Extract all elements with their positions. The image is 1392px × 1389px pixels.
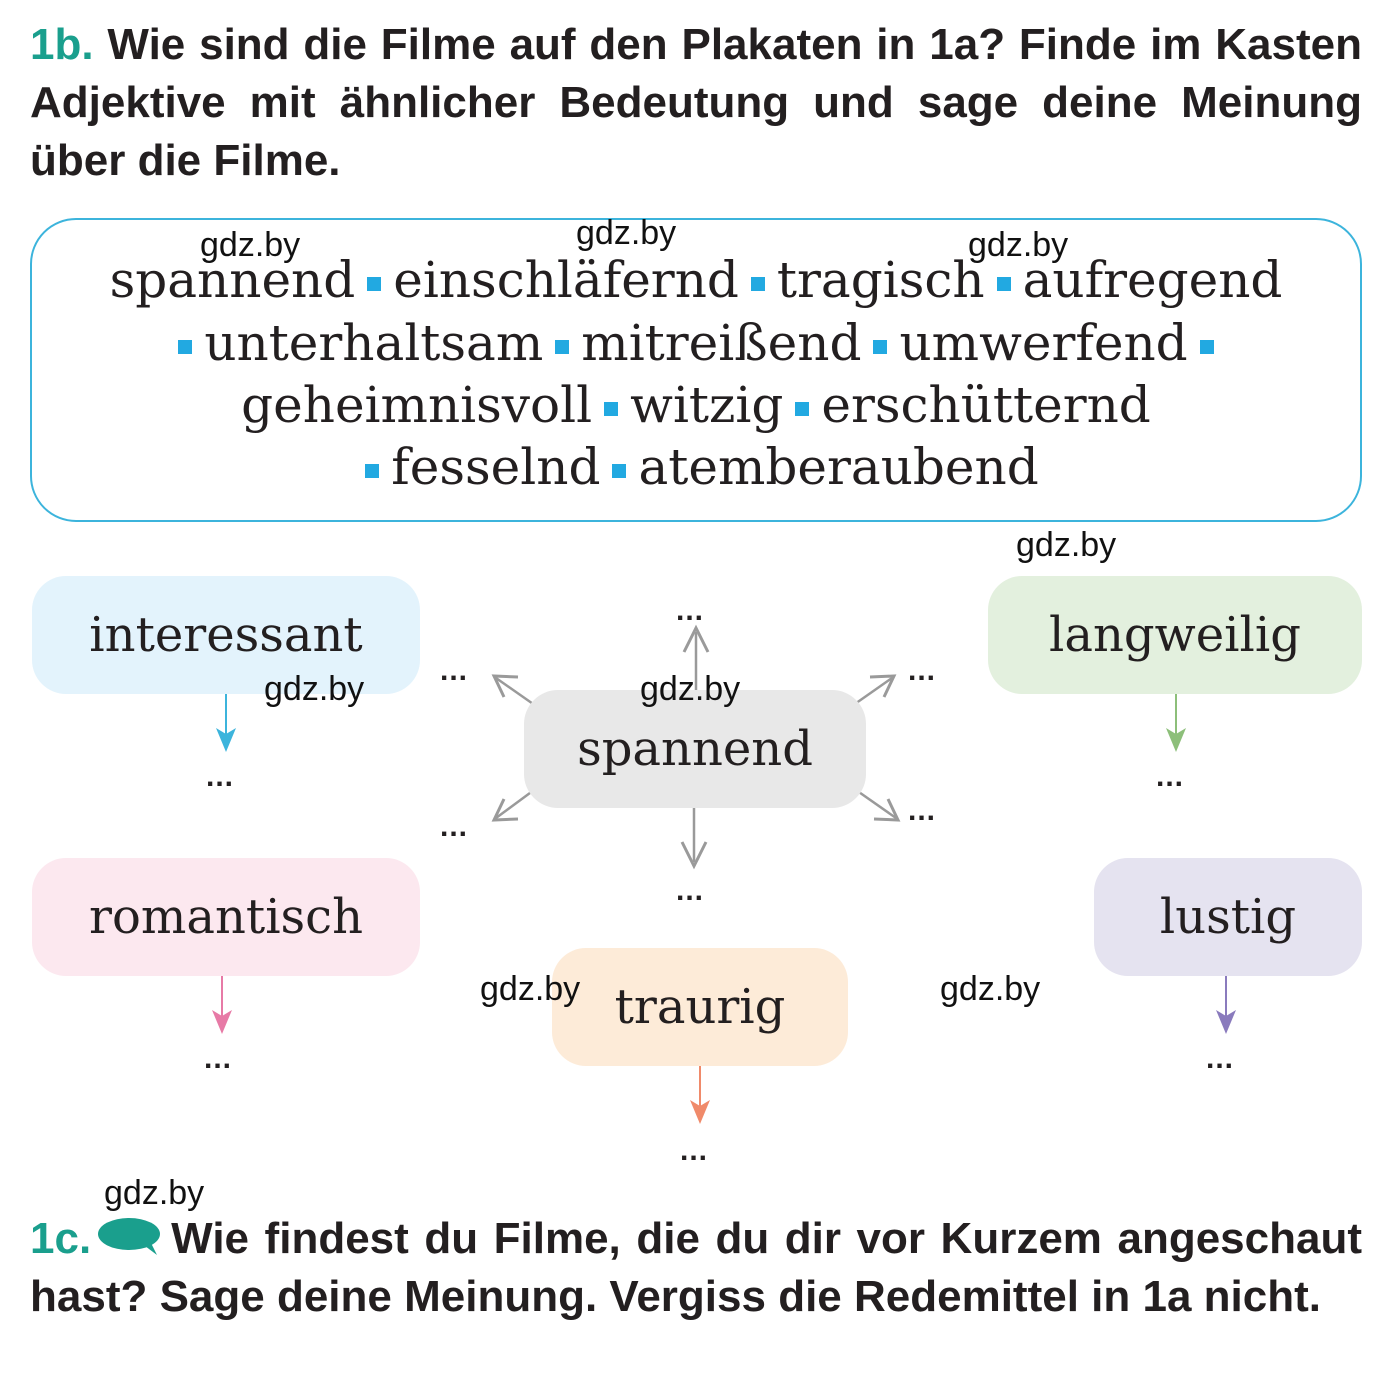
word: spannend xyxy=(109,251,356,309)
category-romantisch: romantisch xyxy=(32,858,420,976)
word: aufregend xyxy=(1022,251,1283,309)
word: atemberaubend xyxy=(638,438,1039,496)
bullet-square-icon xyxy=(365,464,380,478)
category-label: langweilig xyxy=(1049,607,1301,663)
watermark: gdz.by xyxy=(480,970,581,1008)
answer-placeholder: ... xyxy=(676,874,705,907)
arrow-down-right-head xyxy=(873,798,901,822)
arrow-up-left xyxy=(495,676,537,708)
word: unterhaltsam xyxy=(204,314,544,372)
watermark: gdz.by xyxy=(200,226,301,264)
word: fesselnd xyxy=(391,438,601,496)
word-line: spannend einschläfernd tragisch aufregend xyxy=(32,250,1360,310)
arrow-up-right xyxy=(851,676,893,708)
category-label: traurig xyxy=(614,979,786,1035)
word: umwerfend xyxy=(899,314,1188,372)
bullet-square-icon xyxy=(996,277,1011,291)
task-number: 1c. xyxy=(30,1214,92,1263)
watermark: gdz.by xyxy=(640,670,741,708)
arrow-up-right-head xyxy=(869,674,897,698)
bullet-square-icon xyxy=(1199,340,1214,354)
word: witzig xyxy=(630,376,784,434)
answer-placeholder: ... xyxy=(676,594,705,627)
watermark: gdz.by xyxy=(576,214,677,252)
task-text: Wie sind die Filme auf den Plakaten in 1… xyxy=(30,20,1362,185)
arrow-up-left-head xyxy=(491,674,519,698)
category-lustig: lustig xyxy=(1094,858,1362,976)
adjective-box: spannend einschläfernd tragisch aufregend u… xyxy=(30,218,1362,522)
category-label: interessant xyxy=(89,607,363,663)
answer-placeholder: ... xyxy=(1156,760,1185,793)
bullet-square-icon xyxy=(367,277,382,291)
task-1b-instruction: 1b. Wie sind die Filme auf den Plakaten … xyxy=(30,16,1362,190)
category-interessant: interessant xyxy=(32,576,420,694)
arrow-down-head xyxy=(680,841,708,870)
category-spannend: spannend xyxy=(524,690,866,808)
answer-placeholder: ... xyxy=(440,810,469,843)
category-label: spannend xyxy=(577,721,813,777)
watermark: gdz.by xyxy=(940,970,1041,1008)
task-text: Wie findest du Filme, die du dir vor Kur… xyxy=(30,1214,1362,1321)
bullet-square-icon xyxy=(750,277,765,291)
answer-placeholder: ... xyxy=(908,794,937,827)
watermark: gdz.by xyxy=(1016,526,1117,564)
watermark: gdz.by xyxy=(104,1174,205,1212)
arrow-interessant-head xyxy=(216,728,236,752)
arrow-lustig-head xyxy=(1216,1010,1236,1034)
answer-placeholder: ... xyxy=(204,1042,233,1075)
word-line: unterhaltsam mitreißend umwerfend xyxy=(32,313,1360,373)
bullet-square-icon xyxy=(873,340,888,354)
arrow-romantisch-head xyxy=(212,1010,232,1034)
watermark: gdz.by xyxy=(968,226,1069,264)
arrow-down-right xyxy=(855,788,897,820)
arrow-langweilig-head xyxy=(1166,728,1186,752)
arrow-up-head xyxy=(682,624,710,653)
word: mitreißend xyxy=(581,314,862,372)
speech-bubble-icon xyxy=(97,1216,163,1270)
bullet-square-icon xyxy=(604,402,619,416)
category-langweilig: langweilig xyxy=(988,576,1362,694)
task-1c-instruction: 1c.Wie findest du Filme, die du dir vor … xyxy=(30,1212,1362,1324)
answer-placeholder: ... xyxy=(206,760,235,793)
answer-placeholder: ... xyxy=(440,654,469,687)
bullet-square-icon xyxy=(555,340,570,354)
word: tragisch xyxy=(776,251,985,309)
arrow-traurig-head xyxy=(690,1100,710,1124)
bullet-square-icon xyxy=(795,402,810,416)
word: einschläfernd xyxy=(393,251,739,309)
task-number: 1b. xyxy=(30,20,94,69)
answer-placeholder: ... xyxy=(680,1134,709,1167)
word: geheimnisvoll xyxy=(241,376,593,434)
arrow-down-left xyxy=(495,788,535,820)
bullet-square-icon xyxy=(612,464,627,478)
category-traurig: traurig xyxy=(552,948,848,1066)
word-line: fesselnd atemberaubend xyxy=(32,437,1360,497)
category-label: romantisch xyxy=(89,889,363,945)
watermark: gdz.by xyxy=(264,670,365,708)
bullet-square-icon xyxy=(178,340,193,354)
answer-placeholder: ... xyxy=(1206,1042,1235,1075)
arrow-down-left-head xyxy=(491,798,519,822)
word: erschütternd xyxy=(821,376,1151,434)
answer-placeholder: ... xyxy=(908,654,937,687)
word-line: geheimnisvoll witzig erschütternd xyxy=(32,375,1360,435)
category-label: lustig xyxy=(1159,889,1297,945)
